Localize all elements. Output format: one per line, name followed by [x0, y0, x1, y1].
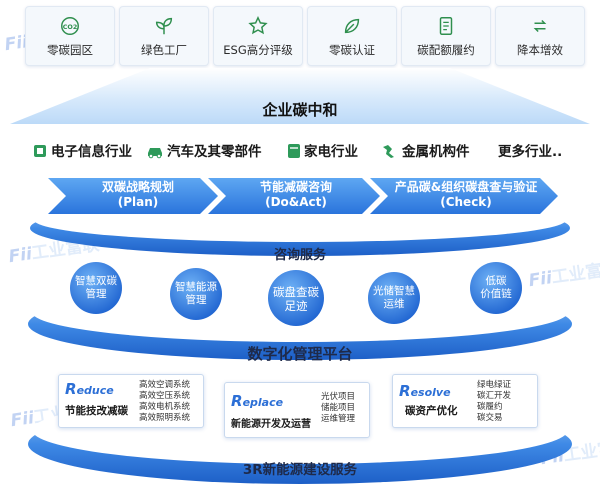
- svg-text:CO2: CO2: [63, 23, 78, 31]
- metal-icon: [383, 145, 394, 158]
- service-label: 绿色工厂: [141, 43, 187, 57]
- r3-list: 绿电绿证碳汇开发碳履约碳交易: [477, 380, 512, 423]
- r3-subtitle: 节能技改减碳: [65, 405, 128, 417]
- service-label: 碳配额履约: [417, 43, 475, 57]
- service-card-cost-reduction: 降本增效: [495, 6, 585, 66]
- circuit-icon: [34, 145, 46, 157]
- star-icon: [248, 16, 268, 35]
- platform-bubble: [70, 262, 122, 314]
- service-label: 零碳园区: [47, 43, 93, 57]
- service-card-esg-rating: ESG高分评级: [213, 6, 303, 66]
- service-label: 零碳认证: [329, 43, 375, 57]
- car-icon: [148, 148, 162, 159]
- consulting-steps: [48, 178, 558, 214]
- r3-card-reduce: Reduce 节能技改减碳 高效空调系统高效空压系统高效电机系统高效照明系统: [58, 374, 204, 428]
- r3-card-replace: Replace 新能源开发及运营 光伏项目储能项目运维管理: [224, 382, 370, 438]
- r3-title: Replace: [231, 392, 284, 410]
- r3-list: 高效空调系统高效空压系统高效电机系统高效照明系统: [139, 380, 191, 423]
- r3-subtitle: 新能源开发及运营: [231, 419, 311, 430]
- platform-item-storage-om: 光储智慧运维: [373, 285, 415, 310]
- industry-more: 更多行业..: [498, 144, 563, 160]
- service-card-carbon-quota: 碳配额履约: [401, 6, 491, 66]
- appliance-icon: [288, 144, 300, 158]
- step-arrow-plan: [48, 178, 218, 214]
- industry-metal-components: 金属机构件: [381, 140, 470, 160]
- r3-subtitle: 碳资产优化: [405, 405, 458, 417]
- swap-icon: [533, 19, 547, 33]
- platform-item-energy: 智慧能源管理: [175, 281, 217, 306]
- step-do-act: 节能减碳咨询(Do&Act): [259, 180, 332, 209]
- platform-ring: [28, 262, 572, 360]
- industry-electronics: 电子信息行业: [32, 140, 132, 160]
- service-label: ESG高分评级: [223, 43, 293, 57]
- service-label: 降本增效: [517, 43, 563, 57]
- platform-bubble: [368, 272, 420, 324]
- platform-bubble: [170, 268, 222, 320]
- step-check: 产品碳&组织碳盘查与验证(Check): [394, 180, 538, 209]
- service-card-zero-carbon-park: CO2 零碳园区: [25, 6, 115, 66]
- service-card-green-factory: 绿色工厂: [119, 6, 209, 66]
- layer-label-consulting: 咨询服务: [273, 248, 326, 263]
- layer-label-3r: 3R新能源建设服务: [242, 462, 358, 478]
- service-card-zero-carbon-certification: 零碳认证: [307, 6, 397, 66]
- step-plan: 双碳战略规划(Plan): [101, 180, 174, 209]
- r3-list: 光伏项目储能项目运维管理: [321, 392, 356, 424]
- center-title: 企业碳中和: [262, 101, 338, 119]
- platform-bubble: [268, 270, 324, 326]
- layer-label-platform: 数字化管理平台: [247, 345, 353, 363]
- industry-home-appliances: 家电行业: [287, 140, 358, 160]
- document-icon: [439, 17, 453, 35]
- certified-leaf-icon: [344, 18, 360, 34]
- step-arrow-check: [370, 178, 558, 214]
- platform-item-value-chain: 低碳价值链: [480, 275, 512, 300]
- industry-automotive: 汽车及其零部件: [146, 140, 262, 160]
- r3-title: Resolve: [399, 382, 451, 400]
- neutrality-banner: [10, 68, 590, 124]
- r3-title: Reduce: [65, 380, 114, 398]
- leaf-icon: [155, 17, 173, 35]
- platform-bubble: [470, 262, 522, 314]
- platform-item-footprint: 碳盘查碳足迹: [273, 285, 319, 313]
- co2-icon: CO2: [61, 17, 79, 35]
- platform-item-dual-carbon: 智慧双碳管理: [75, 275, 117, 300]
- r3-card-resolve: Resolve 碳资产优化 绿电绿证碳汇开发碳履约碳交易: [392, 374, 538, 428]
- step-arrow-do-act: [208, 178, 380, 214]
